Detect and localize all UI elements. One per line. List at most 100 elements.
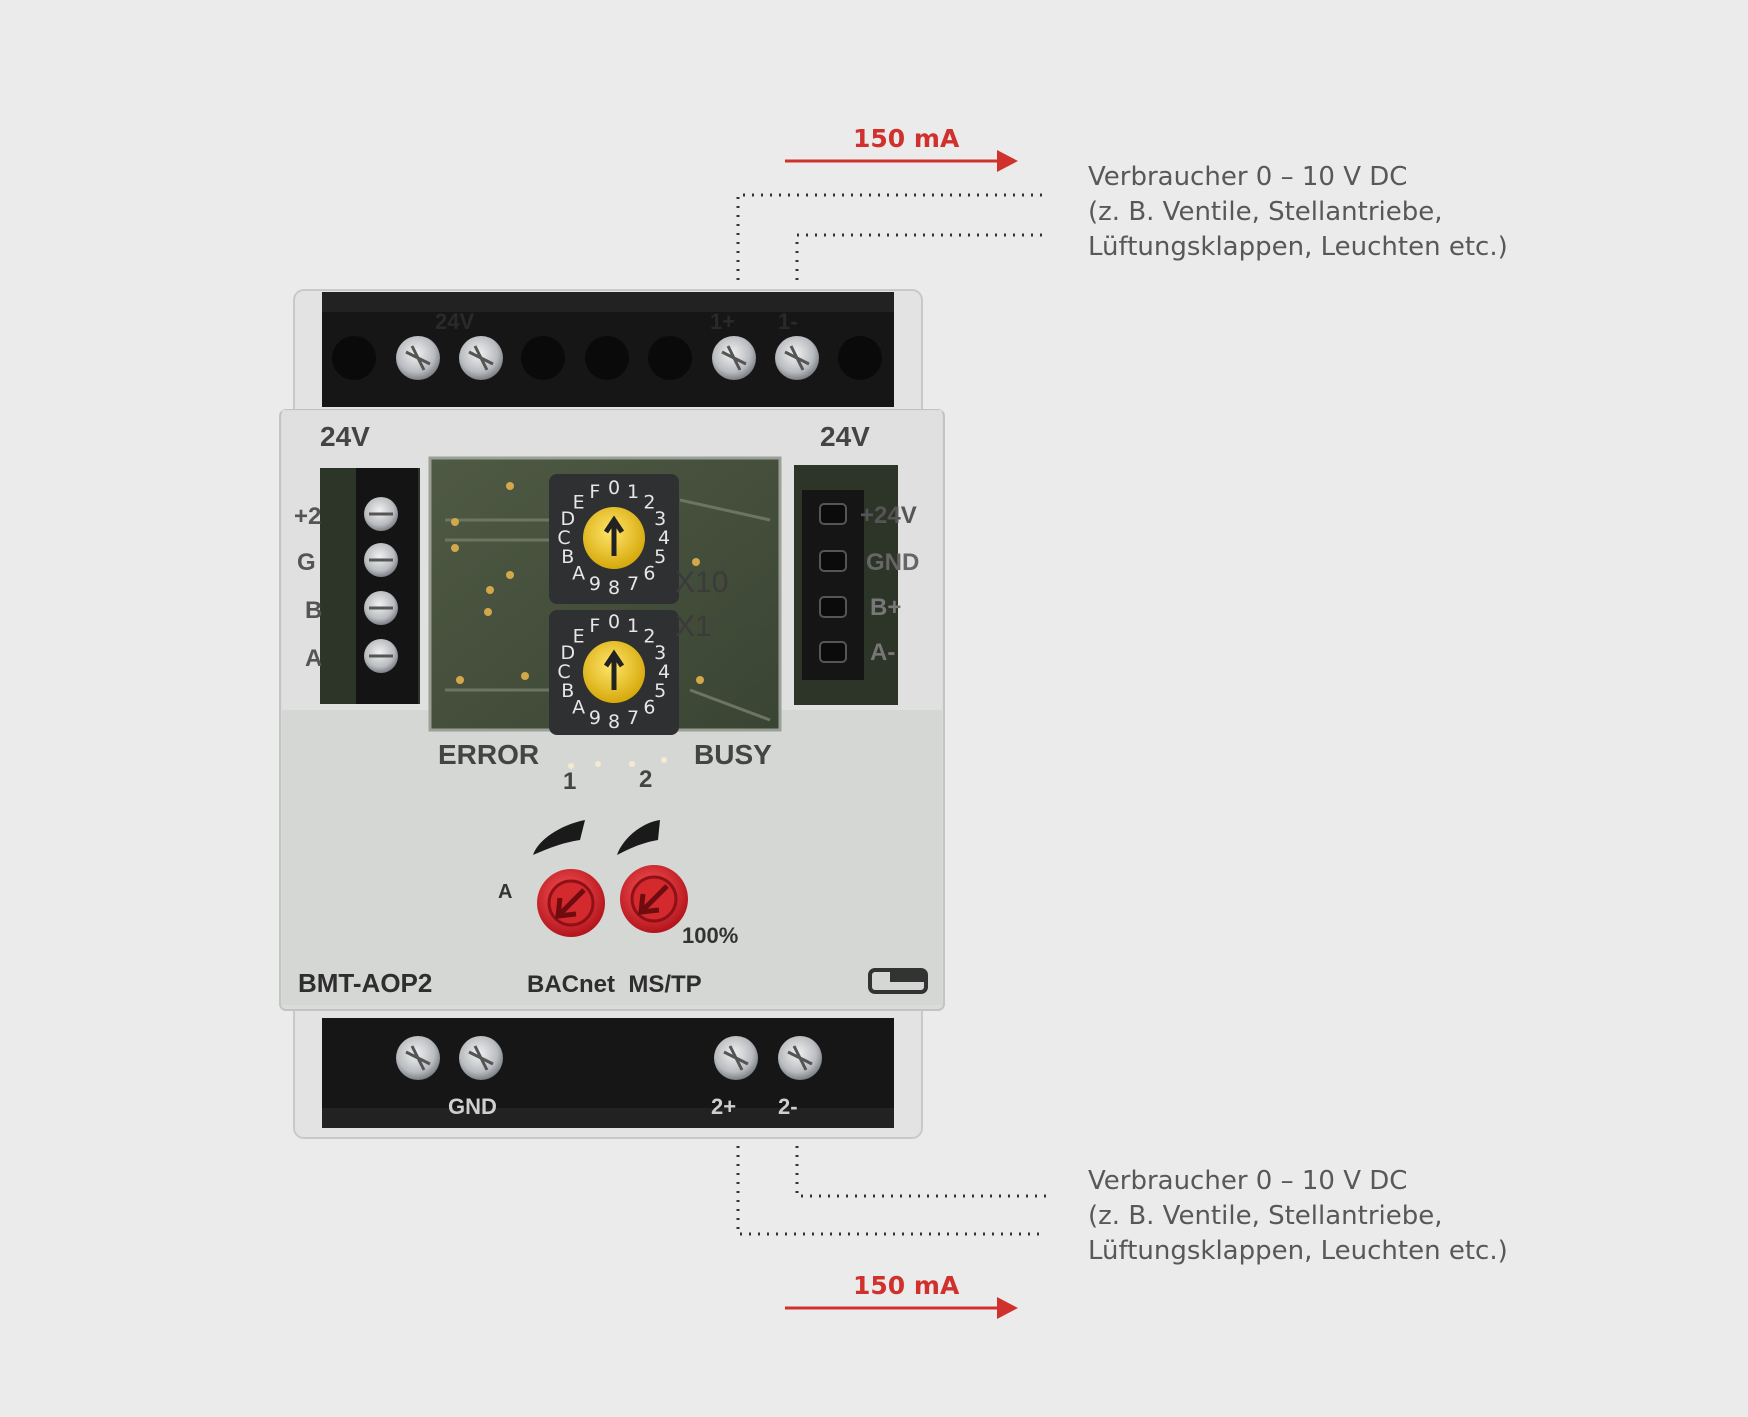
- screw-terminal: [396, 1036, 440, 1080]
- dial-digit: 8: [608, 711, 620, 733]
- dial-digit: 0: [608, 611, 620, 633]
- led-label-2: 2: [639, 766, 652, 793]
- led-indicator: [595, 761, 601, 767]
- led-label-error: ERROR: [438, 739, 539, 770]
- screw-terminal: [775, 336, 819, 380]
- switch-label-x1: X1: [675, 610, 712, 643]
- current-arrow-bottom: [785, 1297, 1018, 1319]
- led-label-1: 1: [563, 768, 576, 795]
- knob-label-a: A: [498, 881, 512, 903]
- left-connector: [320, 468, 420, 704]
- dial-digit: 4: [658, 661, 670, 683]
- dial-digit: E: [573, 492, 585, 514]
- right-connector-label: GND: [866, 549, 919, 576]
- callout-top-line3: Lüftungsklappen, Leuchten etc.): [1088, 232, 1508, 262]
- screw-terminal: [396, 336, 440, 380]
- dial-digit: 4: [658, 527, 670, 549]
- callout-top-line2: (z. B. Ventile, Stellantriebe,: [1088, 197, 1443, 227]
- connector-screw: [364, 639, 398, 673]
- dial-digit: 8: [608, 577, 620, 599]
- led-indicator: [568, 763, 574, 769]
- right-connector: [794, 465, 898, 705]
- dial-digit: 9: [589, 707, 601, 729]
- dial-digit: 2: [643, 492, 655, 514]
- left-connector-label: B: [305, 597, 322, 624]
- dial-digit: B: [561, 680, 574, 702]
- side-label-left: 24V: [320, 421, 370, 452]
- dial-digit: A: [572, 696, 585, 718]
- current-arrow-top: [785, 150, 1018, 172]
- dial-digit: 3: [654, 508, 666, 530]
- device-protocol: BACnet MS/TP: [527, 971, 702, 998]
- dial-digit: 3: [654, 642, 666, 664]
- connector-screw: [364, 497, 398, 531]
- terminal-label-1minus: 1-: [778, 309, 798, 334]
- right-connector-label: A-: [870, 639, 895, 666]
- dial-digit: 5: [654, 546, 666, 568]
- dial-digit: D: [560, 642, 575, 664]
- leader-lines-bottom: [736, 1146, 1046, 1236]
- bottom-terminal-block: [322, 1018, 894, 1128]
- dial-digit: 1: [627, 481, 639, 503]
- callout-bottom: Verbraucher 0 – 10 V DC (z. B. Ventile, …: [1088, 1164, 1508, 1269]
- led-label-busy: BUSY: [694, 739, 772, 770]
- dial-digit: F: [589, 615, 600, 637]
- connector-screw: [364, 591, 398, 625]
- dial-digit: 6: [643, 562, 655, 584]
- dial-digit: A: [572, 562, 585, 584]
- dial-digit: B: [561, 546, 574, 568]
- right-connector-label: B+: [870, 594, 901, 621]
- terminal-label-2minus: 2-: [778, 1094, 798, 1119]
- right-connector-label: +24V: [860, 502, 917, 529]
- side-label-right: 24V: [820, 421, 870, 452]
- knob-label-100: 100%: [682, 923, 738, 948]
- dial-digit: 7: [627, 707, 639, 729]
- left-connector-label: +2: [294, 503, 321, 530]
- dial-digit: E: [573, 626, 585, 648]
- leader-lines-top: [736, 193, 1046, 280]
- dial-digit: 9: [589, 573, 601, 595]
- screw-terminal: [778, 1036, 822, 1080]
- left-connector-label: A: [305, 645, 322, 672]
- current-label-bottom: 150 mA: [853, 1271, 960, 1300]
- connector-screw: [364, 543, 398, 577]
- led-indicator: [661, 757, 667, 763]
- screw-terminal: [712, 336, 756, 380]
- screw-terminal: [459, 336, 503, 380]
- screw-terminal: [459, 1036, 503, 1080]
- address-knobs[interactable]: [533, 820, 688, 937]
- top-terminal-block: [322, 292, 894, 407]
- callout-bottom-line1: Verbraucher 0 – 10 V DC: [1088, 1166, 1408, 1196]
- callout-top-line1: Verbraucher 0 – 10 V DC: [1088, 162, 1408, 192]
- rotary-switch-x10[interactable]: [549, 474, 679, 604]
- dial-digit: C: [557, 661, 570, 683]
- dial-digit: C: [557, 527, 570, 549]
- rotary-switch-x1[interactable]: [549, 610, 679, 735]
- switch-label-x10: X10: [675, 566, 728, 599]
- dial-digit: 2: [643, 626, 655, 648]
- callout-bottom-line2: (z. B. Ventile, Stellantriebe,: [1088, 1201, 1443, 1231]
- callout-top: Verbraucher 0 – 10 V DC (z. B. Ventile, …: [1088, 160, 1508, 265]
- terminal-label-1plus: 1+: [710, 309, 735, 334]
- knob-b[interactable]: [620, 865, 688, 933]
- ce-mark-icon: [868, 968, 928, 994]
- knob-a[interactable]: [537, 869, 605, 937]
- callout-bottom-line3: Lüftungsklappen, Leuchten etc.): [1088, 1236, 1508, 1266]
- dial-digit: 5: [654, 680, 666, 702]
- dial-digit: D: [560, 508, 575, 530]
- dial-digit: 1: [627, 615, 639, 637]
- dial-digit: 0: [608, 477, 620, 499]
- status-leds: [568, 757, 667, 769]
- terminal-label-gnd: GND: [448, 1094, 497, 1119]
- current-label-top: 150 mA: [853, 124, 960, 153]
- dial-digit: F: [589, 481, 600, 503]
- terminal-label-24v: 24V: [435, 309, 474, 334]
- left-connector-label: G: [297, 549, 316, 576]
- led-indicator: [629, 761, 635, 767]
- device-model: BMT-AOP2: [298, 968, 432, 998]
- screw-terminal: [714, 1036, 758, 1080]
